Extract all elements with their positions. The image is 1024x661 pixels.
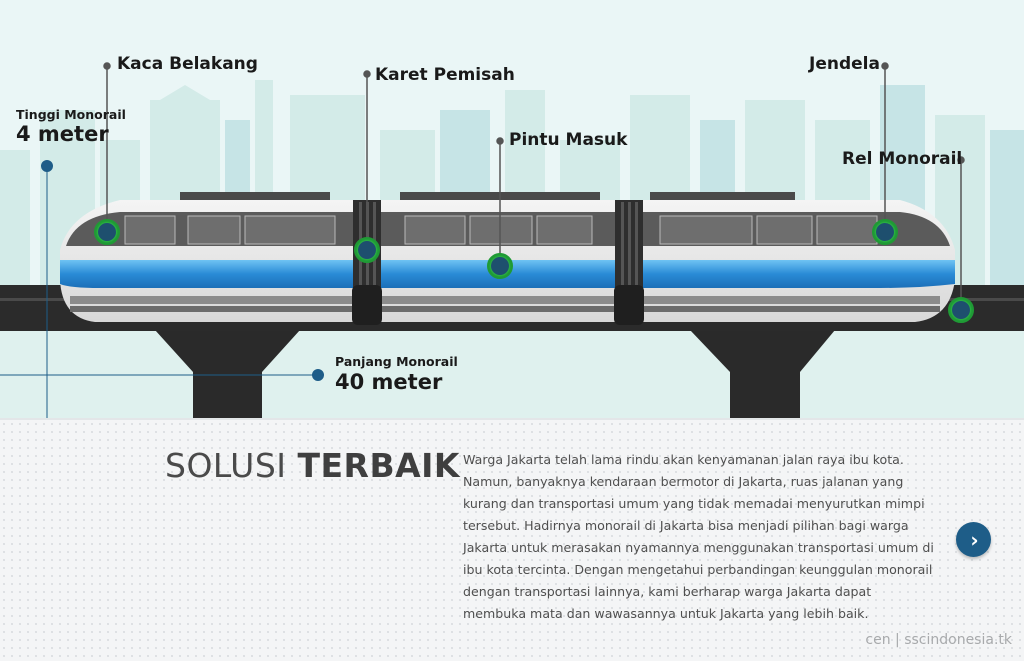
section-divider xyxy=(0,418,1024,420)
info-panel xyxy=(0,420,1024,661)
support-pillar xyxy=(155,330,300,420)
length-value: 40 meter xyxy=(335,370,443,394)
title-bold: TERBAIK xyxy=(297,446,461,485)
monorail-illustration xyxy=(0,0,1024,420)
label-karet-pemisah[interactable]: Karet Pemisah xyxy=(375,65,515,85)
monorail-diagram: Kaca Belakang Karet Pemisah Pintu Masuk … xyxy=(0,0,1024,420)
label-pintu-masuk[interactable]: Pintu Masuk xyxy=(509,130,628,150)
title-light: SOLUSI xyxy=(165,446,287,485)
chevron-right-icon: › xyxy=(970,527,979,552)
height-label: Tinggi Monorail xyxy=(16,107,126,122)
credit-text: cen | sscindonesia.tk xyxy=(865,632,1012,648)
section-body: Warga Jakarta telah lama rindu akan keny… xyxy=(463,452,934,621)
length-label: Panjang Monorail xyxy=(335,354,458,369)
hotspot-markers xyxy=(94,219,974,323)
next-button[interactable]: › xyxy=(956,522,991,557)
label-kaca-belakang[interactable]: Kaca Belakang xyxy=(117,54,258,74)
dimension-lines xyxy=(0,160,324,420)
label-rel-monorail[interactable]: Rel Monorail xyxy=(842,149,963,169)
height-value: 4 meter xyxy=(16,122,109,146)
label-jendela[interactable]: Jendela xyxy=(809,54,880,74)
support-pillar xyxy=(690,330,835,420)
section-title: SOLUSI TERBAIK xyxy=(165,446,460,485)
callout-lines xyxy=(103,62,965,310)
